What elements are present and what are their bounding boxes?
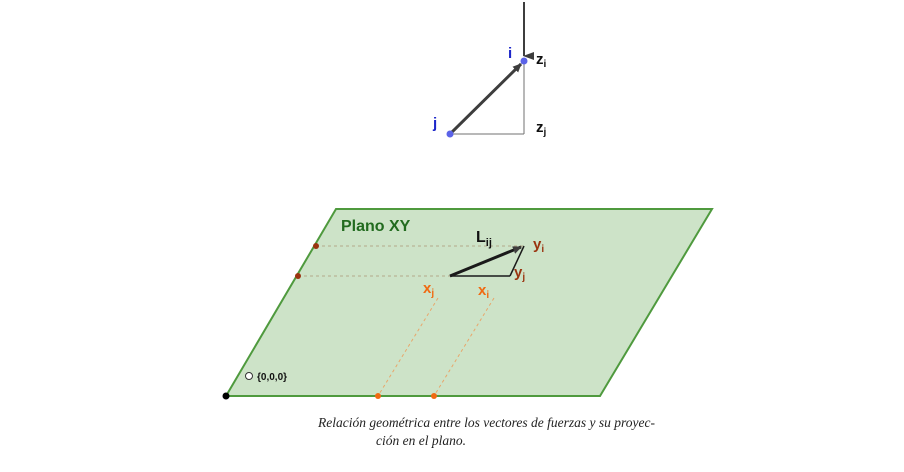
vector-j-to-i (448, 62, 523, 136)
plane-xy (224, 208, 714, 397)
yi-label: yi (533, 236, 544, 255)
projected-side (509, 245, 525, 277)
figure-caption: Relación geométrica entre los vectores d… (318, 414, 718, 450)
xj-label: xj (423, 280, 434, 299)
xi-edge-point (431, 393, 437, 399)
projected-vector (449, 245, 522, 278)
xj-edge-point (375, 393, 381, 399)
xi-projection-dash (433, 297, 495, 397)
origin-label: {0,0,0} (257, 372, 287, 383)
point-j-dot (446, 130, 454, 138)
caption-line-2: ción en el plano. (376, 433, 466, 448)
yj-edge-point (295, 273, 301, 279)
origin-point (222, 392, 230, 400)
plane-label: Plano XY (341, 218, 411, 235)
point-i-dot (520, 57, 528, 65)
point-i-label: i (508, 45, 512, 62)
xj-projection-dash (377, 297, 439, 397)
yi-edge-point (313, 243, 319, 249)
origin-marker (245, 372, 253, 380)
caption-line-1: Relación geométrica entre los vectores d… (318, 415, 656, 430)
zi-label: zi (536, 51, 547, 70)
point-j-label: j (432, 115, 437, 132)
yj-label: yj (514, 264, 525, 283)
xi-label: xi (478, 282, 489, 301)
zj-label: zj (536, 119, 547, 138)
lij-label: Lij (476, 229, 492, 249)
